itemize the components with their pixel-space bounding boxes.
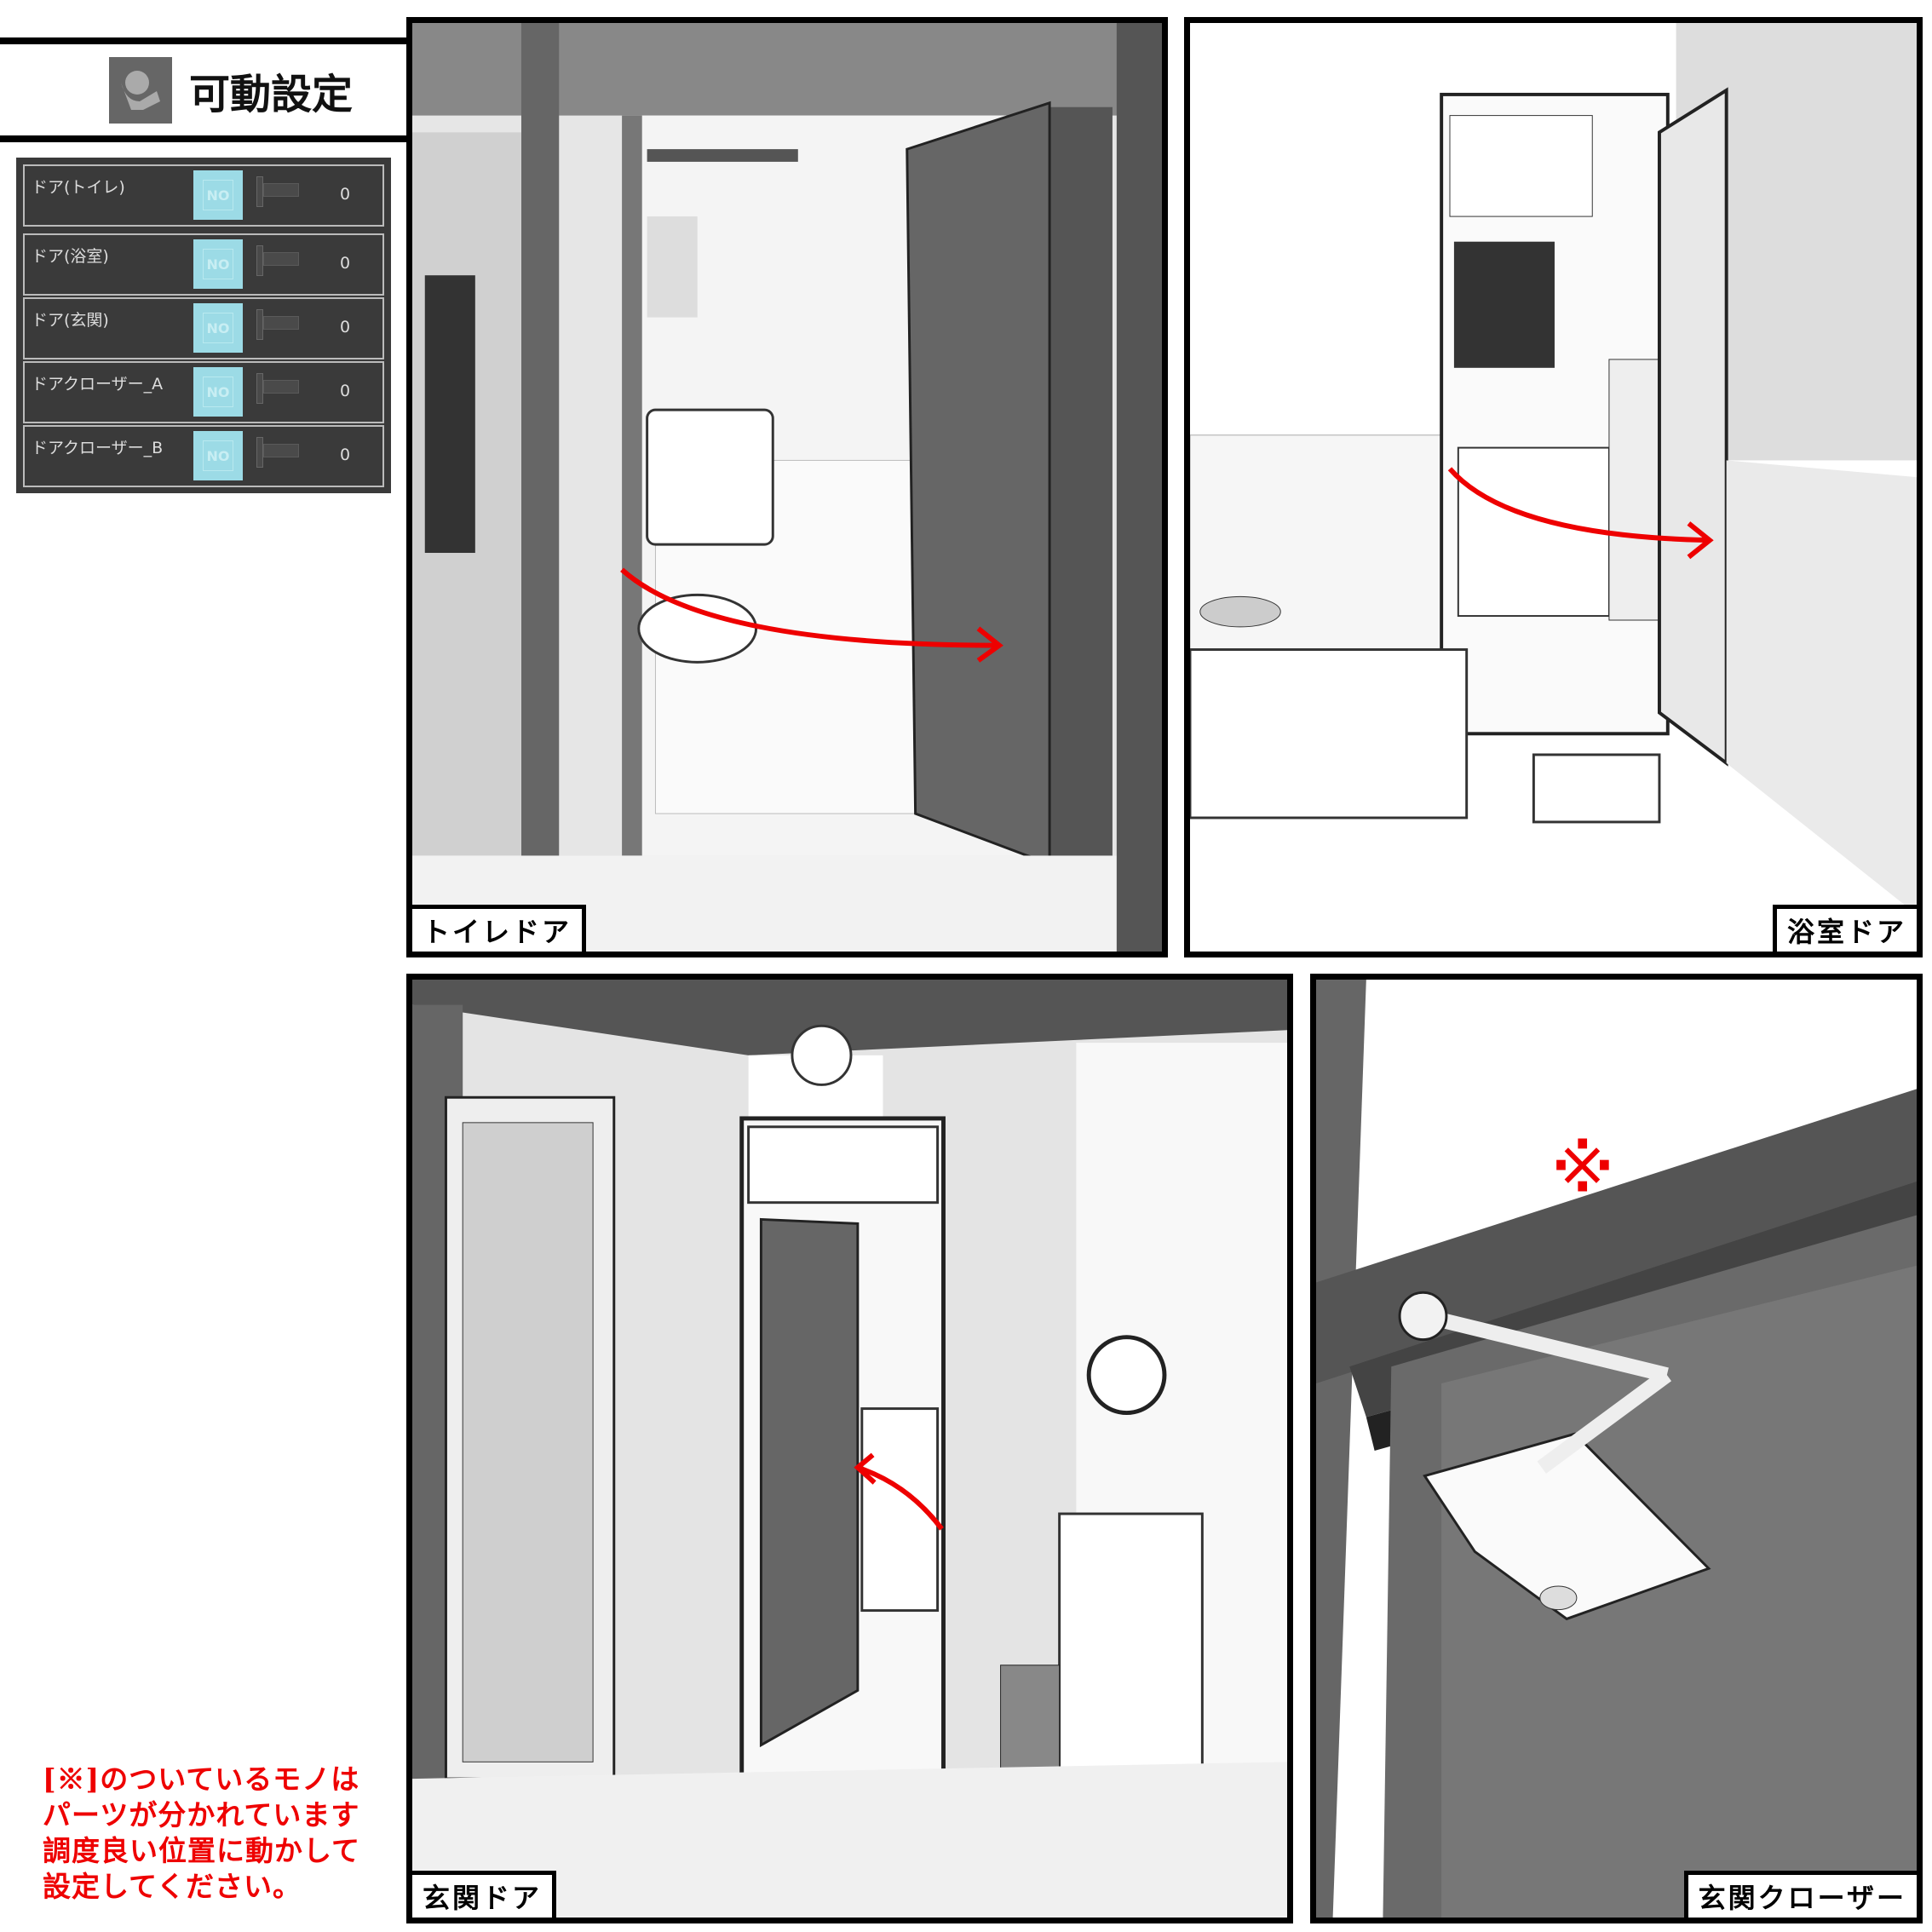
part-value: 0 [340, 382, 351, 400]
scene-caption: 玄関クローザー [1683, 1871, 1917, 1918]
part-slider[interactable] [256, 437, 301, 468]
no-image-thumbnail: NO [193, 239, 243, 289]
part-label: ドア(浴室) [32, 247, 109, 266]
no-image-thumbnail: NO [193, 303, 243, 353]
part-label: ドアクローザー_B [32, 439, 164, 457]
scene-caption: 玄関ドア [412, 1871, 557, 1918]
part-row-entrance-door[interactable]: ドア(玄関) NO 0 [23, 297, 384, 359]
page-title: 可動設定 [189, 70, 354, 118]
no-image-thumbnail: NO [193, 431, 243, 480]
toilet-illustration [412, 23, 1162, 952]
part-slider[interactable] [256, 245, 301, 276]
scene-bath-door: 浴室ドア [1184, 17, 1923, 957]
note-line: 設定してください。 [43, 1870, 302, 1903]
part-row-door-closer-a[interactable]: ドアクローザー_A NO 0 [23, 361, 384, 423]
part-label: ドア(玄関) [32, 311, 109, 330]
scene-door-closer: ※ 玄関クローザー [1310, 974, 1923, 1923]
no-image-thumbnail: NO [193, 367, 243, 417]
note-line: [※]のついているモノは [43, 1762, 360, 1796]
part-row-bath-door[interactable]: ドア(浴室) NO 0 [23, 233, 384, 296]
part-value: 0 [340, 446, 351, 464]
scene-caption: トイレドア [412, 905, 587, 952]
part-row-toilet-door[interactable]: ドア(トイレ) NO 0 [23, 164, 384, 227]
swing-arrow [856, 1464, 944, 1531]
note-line: パーツが分かれています [43, 1798, 360, 1831]
part-slider[interactable] [256, 373, 301, 404]
part-value: 0 [340, 318, 351, 336]
movable-parts-icon [109, 56, 172, 124]
part-row-door-closer-b[interactable]: ドアクローザー_B NO 0 [23, 425, 384, 487]
movable-parts-panel: ドア(トイレ) NO 0 ドア(浴室) NO 0 ドア(玄関) NO 0 ドアク… [16, 158, 391, 493]
title-box: 可動設定 [0, 37, 442, 142]
entrance-illustration [412, 980, 1287, 1918]
swing-arrow [1447, 467, 1711, 543]
no-image-thumbnail: NO [193, 170, 243, 220]
part-label: ドア(トイレ) [32, 178, 125, 197]
note-line: 調度良い位置に動かして [43, 1834, 361, 1867]
part-value: 0 [340, 185, 351, 204]
separate-part-mark: ※ [1550, 1132, 1617, 1209]
instruction-note: [※]のついているモノは パーツが分かれています 調度良い位置に動かして 設定し… [43, 1762, 360, 1905]
scene-toilet-door: トイレドア [406, 17, 1168, 957]
swing-arrow [620, 567, 1000, 648]
closer-illustration [1316, 980, 1917, 1918]
part-value: 0 [340, 254, 351, 273]
scene-caption: 浴室ドア [1772, 905, 1917, 952]
bath-illustration [1190, 23, 1917, 952]
scene-entrance-door: 玄関ドア [406, 974, 1293, 1923]
part-slider[interactable] [256, 309, 301, 340]
part-slider[interactable] [256, 176, 301, 207]
part-label: ドアクローザー_A [32, 375, 164, 394]
